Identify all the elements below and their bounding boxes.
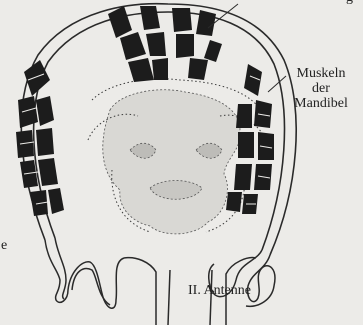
central-tissue-mass xyxy=(103,90,240,234)
mandible-muscle-label-line-3: Mandibel xyxy=(281,96,361,111)
left-label-fragment: e xyxy=(1,238,7,253)
antenna-label: II. Antenne xyxy=(188,283,251,298)
top-label-fragment: g xyxy=(346,0,353,5)
left-mandible-muscles xyxy=(16,60,64,216)
mandible-muscle-label: Muskeln der Mandibel xyxy=(281,66,361,111)
top-muscle-bundles xyxy=(108,6,222,82)
mandible-muscle-label-line-2: der xyxy=(281,81,361,96)
mandible-muscle-label-line-1: Muskeln xyxy=(281,66,361,81)
lower-cuticle-folds xyxy=(45,238,275,325)
